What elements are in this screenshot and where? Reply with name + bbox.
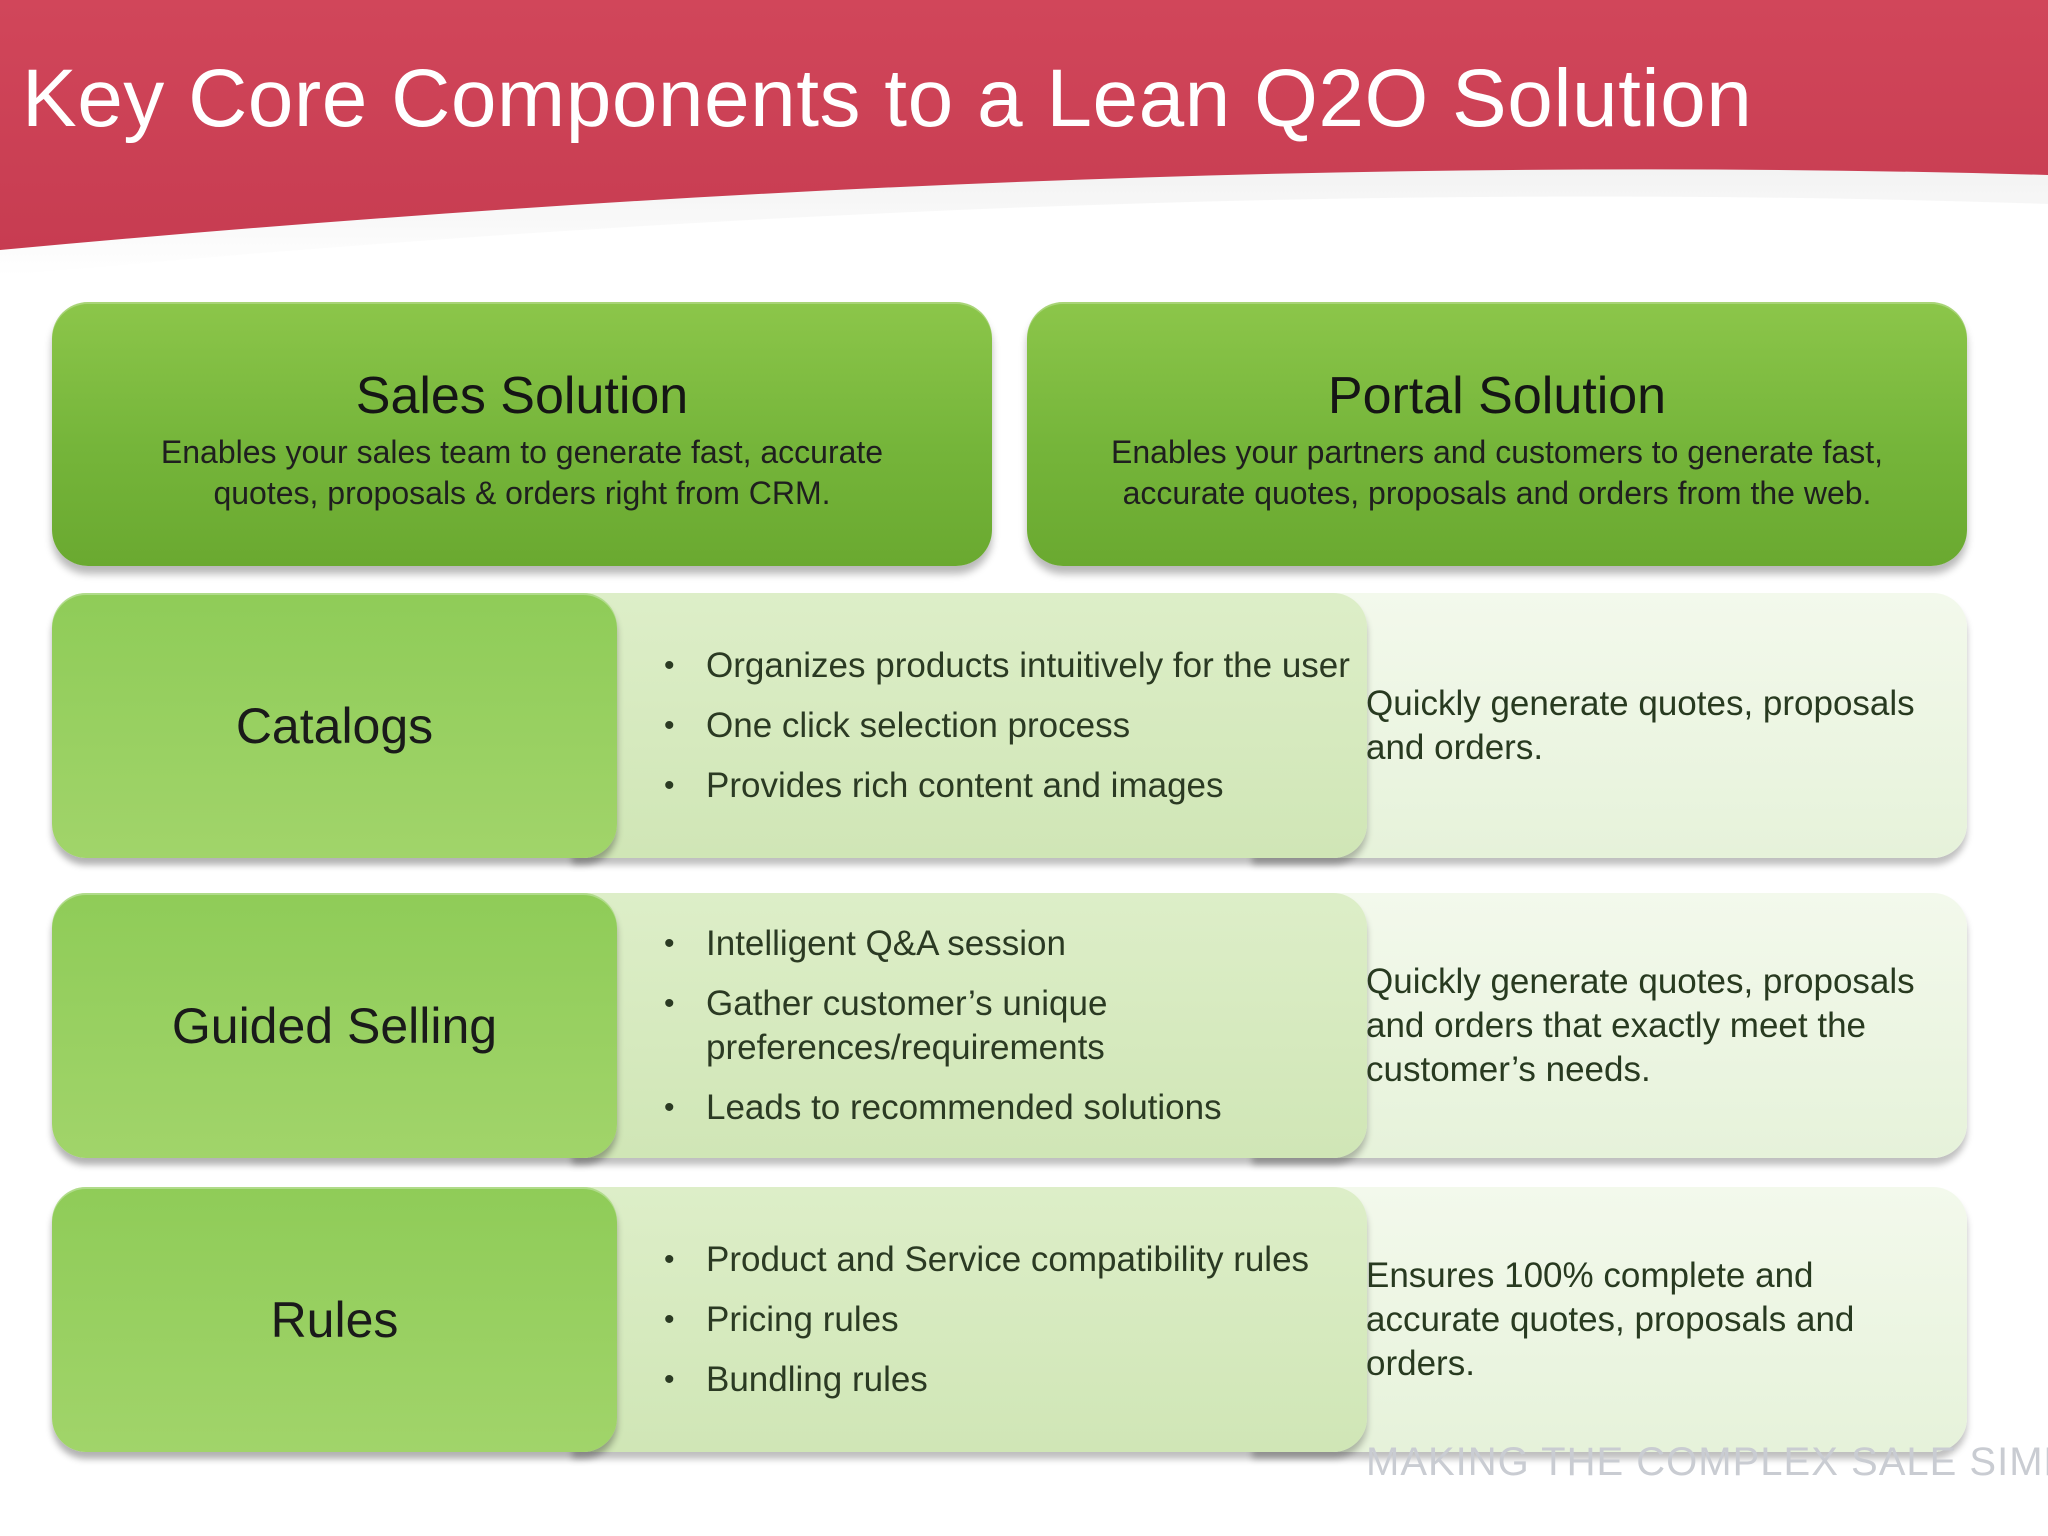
feature-item: Provides rich content and images [662, 764, 1362, 808]
header-band [0, 0, 2048, 276]
benefit-panel [1252, 593, 1967, 858]
component-label: Guided Selling [171, 997, 498, 1054]
feature-item: Bundling rules [662, 1358, 1362, 1402]
benefit-text: Quickly generate quotes, proposals and o… [1366, 683, 1915, 767]
benefit-text: Quickly generate quotes, proposals and o… [1366, 961, 1915, 1089]
footer-watermark: MAKING THE COMPLEX SALE SIMPLE [1366, 1440, 2048, 1484]
feature-list: Organizes products intuitively for the u… [662, 593, 1362, 858]
portal-solution-box: Portal Solution Enables your partners an… [1027, 302, 1967, 566]
component-label-box: Catalogs [52, 593, 617, 858]
component-label: Rules [270, 1291, 399, 1348]
component-label-box: Rules [52, 1187, 617, 1452]
portal-solution-title: Portal Solution [1327, 367, 1667, 425]
feature-list: Product and Service compatibility rules … [662, 1187, 1362, 1452]
feature-item: Pricing rules [662, 1298, 1362, 1342]
benefit-panel [1252, 1187, 1967, 1452]
slide-title: Key Core Components to a Lean Q2O Soluti… [22, 53, 1753, 144]
feature-item: Intelligent Q&A session [662, 922, 1362, 966]
component-row-catalogs: Catalogs Organizes products intuitively … [52, 593, 1967, 863]
component-label-box: Guided Selling [52, 893, 617, 1158]
feature-item: Product and Service compatibility rules [662, 1238, 1362, 1282]
component-row-guided-selling: Guided Selling Intelligent Q&A session G… [52, 893, 1967, 1163]
portal-solution-description: Enables your partners and customers to g… [1111, 434, 1883, 511]
feature-item: Leads to recommended solutions [662, 1086, 1362, 1130]
component-row-rules: Rules Product and Service compatibility … [52, 1187, 1967, 1457]
feature-list: Intelligent Q&A session Gather customer’… [662, 893, 1362, 1158]
sales-solution-description: Enables your sales team to generate fast… [160, 434, 884, 511]
feature-item: Organizes products intuitively for the u… [662, 644, 1362, 688]
feature-item: One click selection process [662, 704, 1362, 748]
benefit-text: Ensures 100% complete and accurate quote… [1366, 1255, 1855, 1383]
sales-solution-box: Sales Solution Enables your sales team t… [52, 302, 992, 566]
sales-solution-title: Sales Solution [355, 367, 689, 425]
feature-item: Gather customer’s unique preferences/req… [662, 982, 1362, 1070]
component-label: Catalogs [235, 697, 434, 754]
benefit-panel [1252, 893, 1967, 1158]
